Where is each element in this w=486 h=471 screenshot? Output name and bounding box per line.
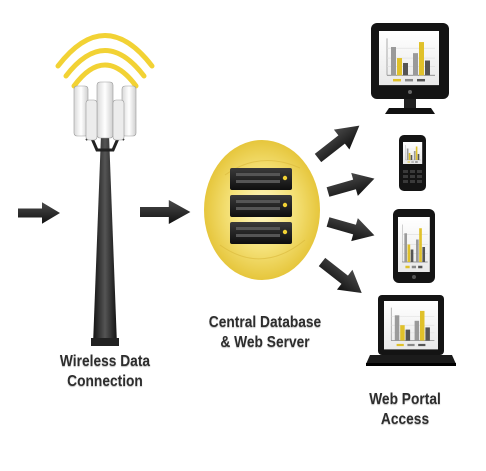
- portal-label: Web Portal Access: [353, 390, 456, 430]
- arrow-icon: [314, 252, 370, 303]
- server-label-line1: Central Database: [208, 314, 322, 331]
- phone-icon: [399, 135, 426, 191]
- cell-tower-icon: [55, 33, 155, 346]
- arrow-icon: [18, 202, 60, 224]
- arrow-icon: [140, 200, 191, 224]
- server-rack-icon: [204, 140, 320, 280]
- arrow-icon: [324, 210, 378, 247]
- wireless-label-line2: Connection: [67, 373, 143, 390]
- wireless-label-line1: Wireless Data: [59, 353, 151, 370]
- server-label: Central Database & Web Server: [201, 313, 330, 353]
- server-label-line2: & Web Server: [220, 334, 310, 351]
- laptop-icon: [366, 295, 456, 366]
- desktop-monitor-icon: [371, 23, 449, 114]
- arrow-icon: [324, 167, 378, 204]
- arrow-icon: [310, 115, 368, 168]
- wireless-label: Wireless Data Connection: [45, 352, 165, 392]
- portal-label-line1: Web Portal: [369, 391, 441, 408]
- tablet-icon: [393, 209, 435, 283]
- portal-label-line2: Access: [380, 411, 430, 428]
- signal-waves: [55, 33, 155, 89]
